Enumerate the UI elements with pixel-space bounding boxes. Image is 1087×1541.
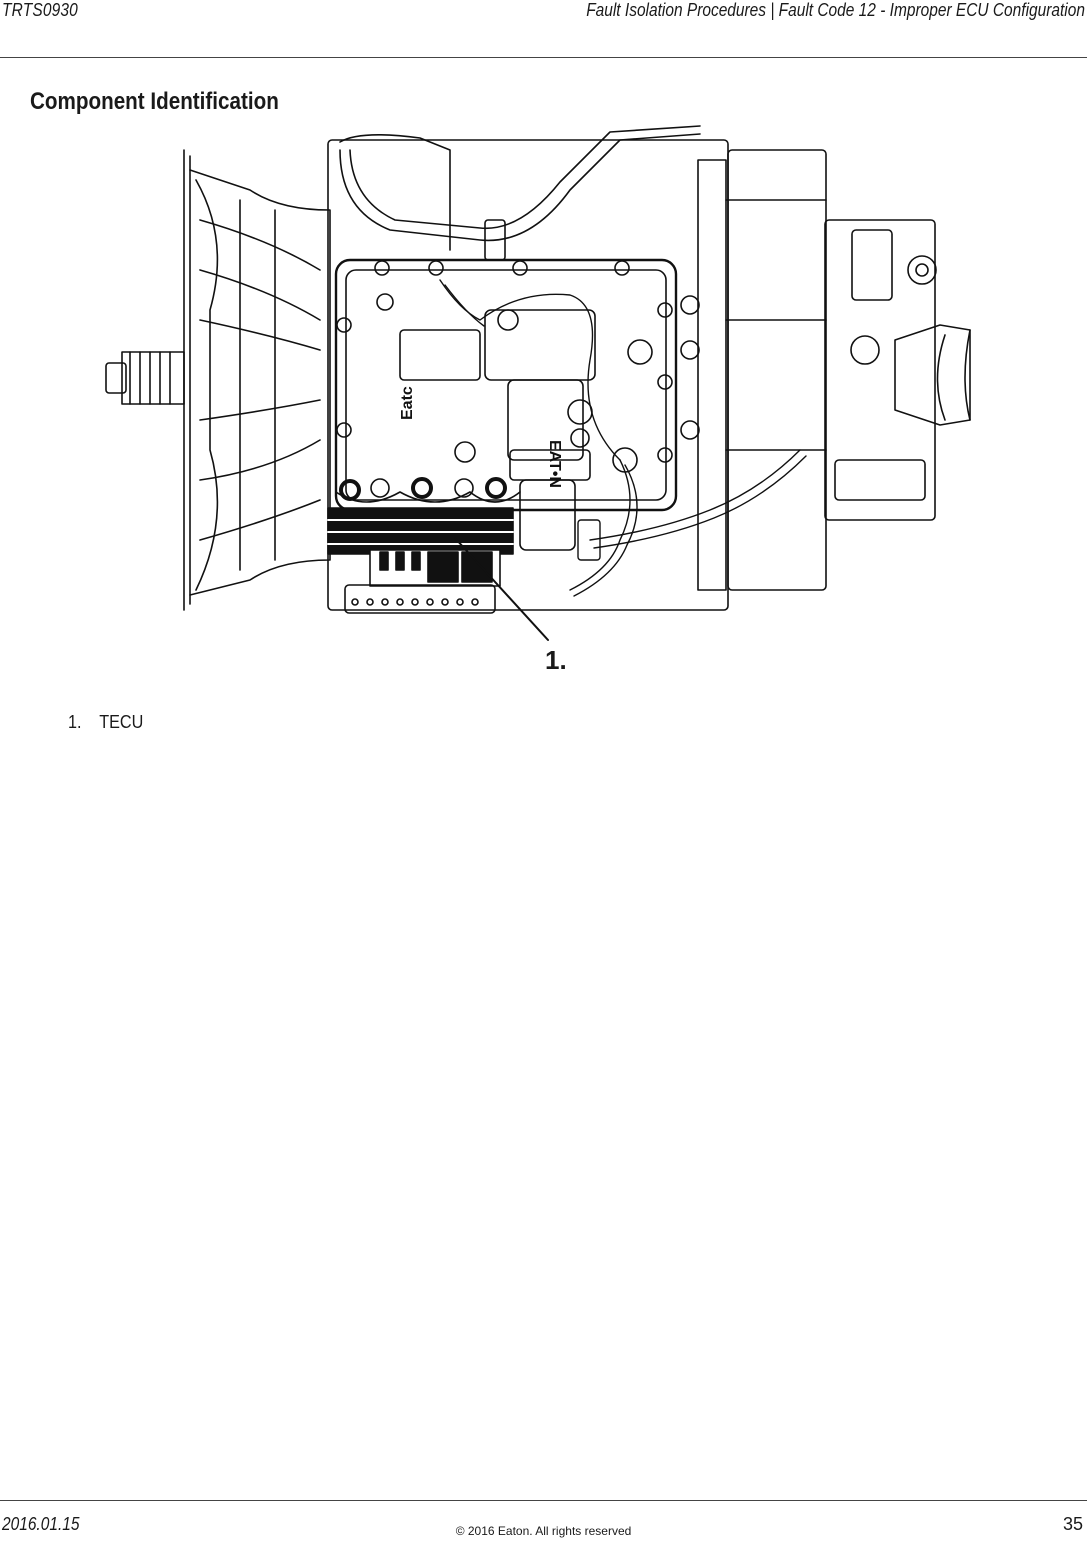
output-yoke bbox=[894, 324, 971, 426]
transmission-diagram: Eatc EAT•N bbox=[100, 120, 980, 680]
footer-copyright: © 2016 Eaton. All rights reserved bbox=[455, 1524, 632, 1538]
wiring-harness bbox=[439, 279, 807, 597]
eaton-logo: EAT•N bbox=[546, 440, 563, 488]
input-shaft bbox=[105, 351, 185, 405]
header-divider bbox=[0, 57, 1087, 58]
callout-label: 1. bbox=[545, 645, 567, 675]
section-title: Component Identification bbox=[30, 88, 279, 115]
footer-divider bbox=[0, 1500, 1087, 1501]
shift-housing bbox=[376, 293, 653, 551]
footer-date: 2016.01.15 bbox=[2, 1514, 80, 1534]
bell-housing bbox=[183, 149, 331, 611]
legend-number: 1. bbox=[68, 712, 82, 732]
rear-housing bbox=[680, 149, 937, 591]
tecu-module bbox=[327, 507, 514, 614]
housing-text: Eatc bbox=[399, 386, 416, 420]
doc-id: TRTS0930 bbox=[2, 0, 78, 20]
legend: 1. TECU bbox=[68, 712, 143, 733]
legend-label: TECU bbox=[99, 712, 144, 732]
legend-item: 1. TECU bbox=[68, 712, 143, 733]
breadcrumb: Fault Isolation Procedures | Fault Code … bbox=[586, 0, 1085, 20]
callout-leader bbox=[454, 537, 549, 641]
page-number: 35 bbox=[1062, 1514, 1083, 1534]
